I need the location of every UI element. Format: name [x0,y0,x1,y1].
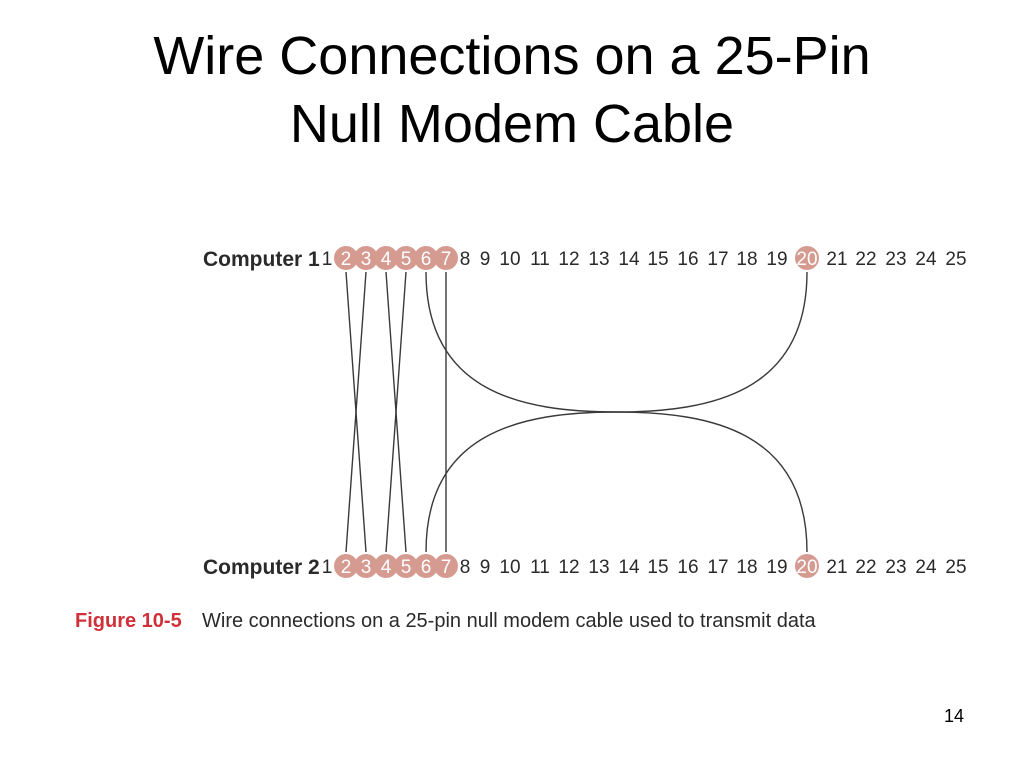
pin-label: 22 [855,557,876,578]
pin-label: 13 [588,249,609,270]
pin-label: 10 [499,249,520,270]
wire-20-to-6 [425,271,808,553]
slide-title: Wire Connections on a 25-Pin Null Modem … [0,22,1024,158]
pin-label: 17 [707,557,728,578]
pin-label: 14 [618,557,640,578]
pin-label: 1 [322,557,333,578]
slide-title-line-2: Null Modem Cable [289,94,735,154]
pin-highlight [434,554,458,578]
wire-5-to-4 [385,271,407,553]
pin-label: 16 [677,557,698,578]
pin-label: 6 [421,249,432,270]
pin-highlight [795,554,819,578]
pin-label: 23 [885,249,906,270]
pin-highlight [795,246,819,270]
pin-label: 9 [480,557,491,578]
pin-highlight [374,246,398,270]
pin-label: 16 [677,249,698,270]
pin-label: 14 [618,249,640,270]
pin-label: 11 [530,249,550,270]
pin-label: 8 [460,557,471,578]
pin-label: 3 [361,557,372,578]
pin-label: 8 [460,249,471,270]
pin-label: 17 [707,249,728,270]
pin-label: 21 [826,249,847,270]
pin-label: 21 [826,557,847,578]
pin-label: 10 [499,557,520,578]
pin-label: 11 [530,557,550,578]
pin-label: 15 [647,249,668,270]
pin-label: 19 [766,557,787,578]
pin-label: 12 [558,249,579,270]
pin-label: 13 [588,557,609,578]
pin-label: 3 [361,249,372,270]
pin-label: 2 [341,557,352,578]
pin-label: 7 [441,249,452,270]
pin-highlight [334,554,358,578]
pin-label: 7 [441,557,452,578]
pin-label: 19 [766,249,787,270]
pin-highlight [394,246,418,270]
pin-highlight [334,246,358,270]
pin-highlight [374,554,398,578]
pin-highlight [414,246,438,270]
figure-label: Figure 10-5 [75,610,182,632]
pin-highlight [354,554,378,578]
wire-group [345,271,808,553]
pin-highlight [394,554,418,578]
pin-label: 5 [401,249,412,270]
pin-label: 2 [341,249,352,270]
slide-title-line-1: Wire Connections on a 25-Pin [153,26,871,86]
wire-3-to-2 [345,271,367,553]
pin-label: 5 [401,557,412,578]
row-label: Computer 2 [203,556,320,579]
pin-label: 23 [885,557,906,578]
pin-label: 24 [915,249,937,270]
pin-label: 18 [736,557,757,578]
pin-label: 20 [796,557,817,578]
page-number: 14 [943,706,964,726]
pin-label: 25 [945,557,966,578]
pin-label: 18 [736,249,757,270]
pin-label: 22 [855,249,876,270]
pin-label: 6 [421,557,432,578]
pin-label: 9 [480,249,491,270]
pin-label: 4 [381,557,392,578]
pin-label: 20 [796,249,817,270]
pin-highlight [414,554,438,578]
pin-highlight [434,246,458,270]
pin-label: 24 [915,557,937,578]
pin-label: 12 [558,557,579,578]
pin-label: 1 [322,249,333,270]
figure-caption-text: Wire connections on a 25-pin null modem … [202,610,816,632]
pin-label: 15 [647,557,668,578]
pin-highlight [354,246,378,270]
pin-label: 4 [381,249,392,270]
pin-label: 25 [945,249,966,270]
row-label: Computer 1 [203,248,320,271]
